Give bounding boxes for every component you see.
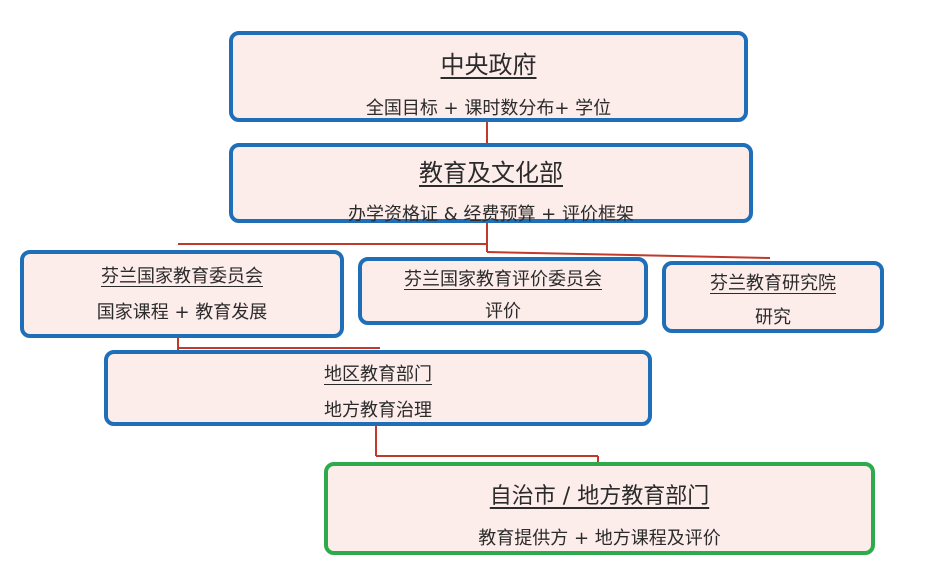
evaluation-council-desc: 评价 xyxy=(485,301,521,322)
regional-authority-desc: 地方教育治理 xyxy=(324,400,432,421)
evaluation-council-title: 芬兰国家教育评价委员会 xyxy=(404,269,602,290)
regional-authority-box: 地区教育部门 地方教育治理 xyxy=(104,350,652,426)
research-institute-desc: 研究 xyxy=(755,307,791,328)
national-board-box: 芬兰国家教育委员会 国家课程 + 教育发展 xyxy=(20,250,344,338)
ministry-title: 教育及文化部 xyxy=(419,159,563,187)
central-government-box: 中央政府 全国目标 + 课时数分布+ 学位 xyxy=(229,31,748,122)
central-government-title: 中央政府 xyxy=(440,51,537,79)
national-board-desc: 国家课程 + 教育发展 xyxy=(96,302,268,323)
municipal-authority-desc: 教育提供方 + 地方课程及评价 xyxy=(478,528,721,549)
research-institute-box: 芬兰教育研究院 研究 xyxy=(662,261,884,333)
municipal-authority-box: 自治市 / 地方教育部门 教育提供方 + 地方课程及评价 xyxy=(324,462,875,555)
connector-branch-right xyxy=(486,251,771,259)
research-institute-title: 芬兰教育研究院 xyxy=(710,273,836,294)
ministry-desc: 办学资格证 & 经费预算 + 评价框架 xyxy=(347,204,634,225)
national-board-title: 芬兰国家教育委员会 xyxy=(101,266,263,287)
central-government-desc: 全国目标 + 课时数分布+ 学位 xyxy=(365,98,612,119)
municipal-authority-title: 自治市 / 地方教育部门 xyxy=(489,484,710,509)
ministry-box: 教育及文化部 办学资格证 & 经费预算 + 评价框架 xyxy=(229,143,753,225)
regional-authority-title: 地区教育部门 xyxy=(324,364,432,385)
evaluation-council-box: 芬兰国家教育评价委员会 评价 xyxy=(358,257,648,325)
